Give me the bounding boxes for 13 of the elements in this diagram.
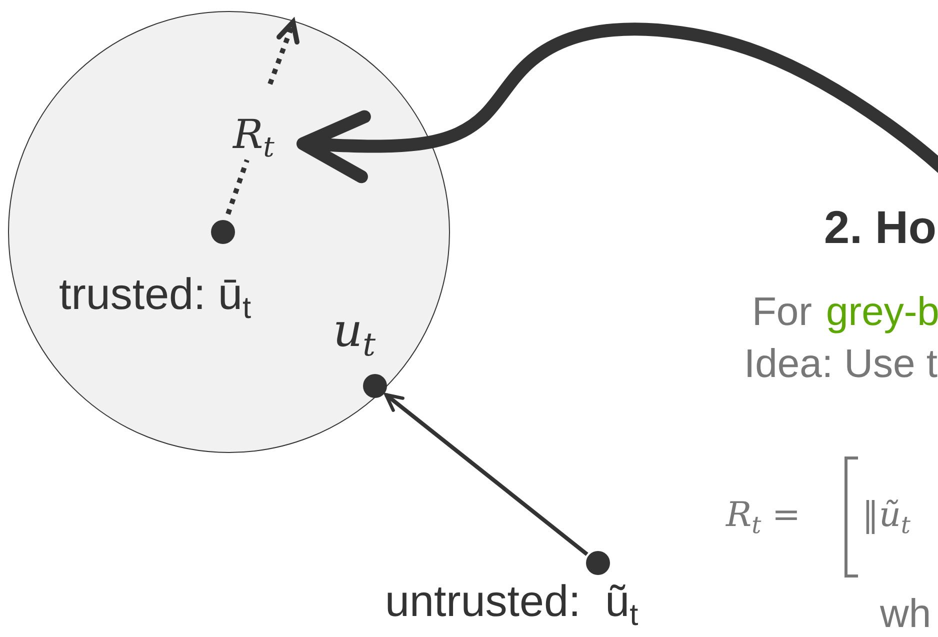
formula-text: ‖ũ$_{t}$ xyxy=(862,495,910,535)
body-text: Idea: Use t xyxy=(744,342,938,387)
point-label: u$_{t}$ xyxy=(333,303,376,357)
highlighted-term: grey-b xyxy=(826,290,938,335)
body-text: For xyxy=(752,290,812,335)
curved-arrow xyxy=(296,22,938,184)
arrow xyxy=(384,393,588,556)
radius-label: R$_{t}$ xyxy=(233,112,274,158)
point-label: untrusted: ũ$_{t}$ xyxy=(385,577,638,627)
body-text: wh xyxy=(880,592,932,637)
point-label: trusted: ū$_{t}$ xyxy=(59,270,251,320)
heading: 2. Ho xyxy=(824,200,936,254)
formula-text: R$_{t}$ = xyxy=(726,495,800,535)
